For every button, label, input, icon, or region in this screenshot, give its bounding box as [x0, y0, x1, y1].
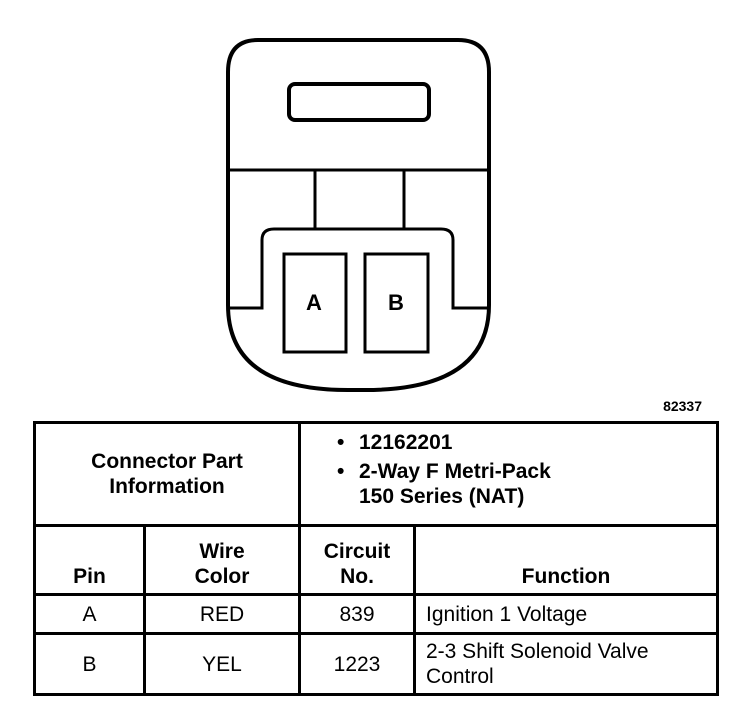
connector-info-table: Connector Part Information • 12162201 • … — [33, 421, 719, 696]
part-info-label: Connector Part Information — [33, 421, 301, 527]
cavity-outline — [228, 227, 489, 310]
connector-desc-line2: 150 Series (NAT) — [359, 485, 525, 508]
part-info-row: Connector Part Information • 12162201 • … — [33, 421, 719, 527]
connector-desc-item: • 2-Way F Metri-Pack 150 Series (NAT) — [337, 459, 716, 509]
pin-b-label: B — [388, 290, 404, 315]
cell-pin: B — [33, 632, 146, 696]
header-function: Function — [413, 524, 719, 596]
part-number: 12162201 — [359, 431, 453, 454]
connector-desc-line1: 2-Way F Metri-Pack — [359, 460, 551, 483]
cell-function: Ignition 1 Voltage — [413, 593, 719, 635]
header-wire-color: Wire Color — [143, 524, 301, 596]
cell-color: YEL — [143, 632, 301, 696]
cell-circuit: 839 — [298, 593, 416, 635]
table-row: A RED 839 Ignition 1 Voltage — [33, 593, 719, 635]
part-info-details: • 12162201 • 2-Way F Metri-Pack 150 Seri… — [298, 421, 719, 527]
header-circuit: Circuit No. — [298, 524, 416, 596]
pin-a-terminal — [282, 252, 348, 354]
table-row: B YEL 1223 2-3 Shift Solenoid Valve Cont… — [33, 632, 719, 696]
pin-a-label: A — [306, 290, 322, 315]
bullet-icon: • — [337, 431, 345, 454]
cell-pin: A — [33, 593, 146, 635]
lock-tab — [287, 82, 431, 122]
part-number-item: • 12162201 — [337, 430, 716, 455]
cell-function: 2-3 Shift Solenoid Valve Control — [413, 632, 719, 696]
bullet-icon: • — [337, 460, 345, 483]
cell-color: RED — [143, 593, 301, 635]
column-header-row: Pin Wire Color Circuit No. Function — [33, 524, 719, 596]
pin-b-terminal — [363, 252, 430, 354]
connector-diagram: A B — [226, 38, 491, 392]
cell-circuit: 1223 — [298, 632, 416, 696]
figure-id: 82337 — [663, 398, 702, 414]
header-pin: Pin — [33, 524, 146, 596]
connector-body — [226, 38, 491, 392]
